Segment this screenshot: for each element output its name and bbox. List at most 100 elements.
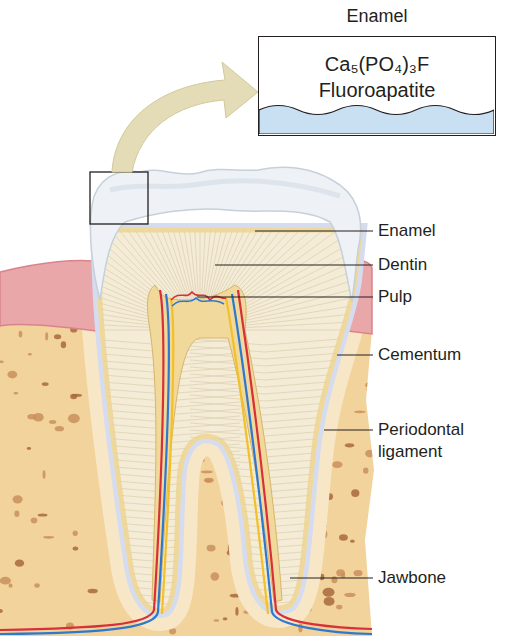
- tubule-line: [177, 111, 200, 330]
- tubule-line: [165, 472, 240, 478]
- tubule-line: [165, 577, 240, 583]
- tubule-line: [190, 514, 265, 520]
- tubule-line: [165, 514, 240, 520]
- tubule-line: [265, 409, 340, 415]
- bone-spot: [339, 534, 348, 540]
- tubule-line: [90, 437, 165, 443]
- bone-spot: [354, 570, 363, 576]
- bone-spot: [15, 559, 24, 566]
- bone-spot: [54, 334, 61, 339]
- bone-spot: [43, 536, 54, 539]
- bone-spot: [70, 394, 77, 399]
- bone-spot: [213, 619, 219, 622]
- inset-box: EnamelCa₅(PO₄)₃FFluoroapatite: [258, 36, 496, 136]
- tubule-line: [90, 451, 165, 457]
- tubule-line: [90, 458, 165, 464]
- bone-spot: [365, 450, 374, 458]
- tubule-line: [265, 486, 340, 492]
- tubule-line: [90, 395, 165, 401]
- tubule-line: [165, 556, 240, 562]
- tubule-line: [165, 598, 240, 604]
- tubule-line: [165, 521, 240, 527]
- bone-spot: [201, 470, 213, 473]
- bone-spot: [31, 518, 38, 524]
- tubule-line: [190, 563, 265, 569]
- tubule-line: [90, 381, 165, 387]
- bone-spot: [55, 426, 64, 431]
- bone-spot: [336, 605, 342, 610]
- tubule-line: [190, 521, 265, 527]
- tubule-line: [265, 360, 340, 366]
- bone-spot: [323, 588, 335, 597]
- tubule-line: [190, 346, 265, 352]
- tubule-line: [265, 374, 340, 380]
- tubule-line: [166, 113, 200, 330]
- zoom-arrow: [112, 62, 258, 172]
- tubule-line: [265, 458, 340, 464]
- zoom-square: [90, 172, 148, 224]
- bone-spot: [13, 495, 23, 503]
- tubule-line: [190, 577, 265, 583]
- bone-spot: [43, 470, 46, 479]
- bone-spot: [45, 332, 48, 340]
- tubule-line: [265, 507, 340, 513]
- bone-spot: [336, 569, 345, 576]
- bone-spot: [366, 388, 375, 391]
- tubule-line: [190, 542, 265, 548]
- bone-spot: [363, 468, 368, 474]
- part-label: Periodontal ligament: [378, 419, 496, 463]
- tubule-line: [190, 598, 265, 604]
- bone-spot: [0, 609, 3, 613]
- tubule-line: [265, 423, 340, 429]
- tubule-line: [90, 374, 165, 380]
- bone-spot: [61, 341, 66, 348]
- bone-spot: [350, 540, 355, 543]
- tubule-line: [265, 437, 340, 443]
- tubule-line: [90, 402, 165, 408]
- tubule-line: [265, 367, 340, 373]
- bone-spot: [207, 545, 216, 552]
- bone-spot: [7, 371, 17, 379]
- tubule-line: [265, 353, 340, 359]
- tubule-line: [90, 479, 165, 485]
- enamel-shading: [110, 181, 340, 196]
- gum-left: [0, 260, 104, 332]
- tubule-line: [165, 479, 240, 485]
- tubule-line: [265, 346, 340, 352]
- tubule-line: [190, 570, 265, 576]
- bone-spot: [235, 607, 238, 616]
- tubule-line: [190, 535, 265, 541]
- bone-spot: [88, 589, 98, 594]
- tubule-line: [90, 500, 165, 506]
- bone-spot: [49, 420, 56, 424]
- bone-spot: [27, 447, 31, 450]
- wave-fill: [259, 106, 494, 135]
- bone-spot: [42, 382, 49, 386]
- bone-spot: [365, 382, 374, 387]
- tubule-line: [165, 570, 240, 576]
- part-label: Cementum: [378, 344, 498, 366]
- bone-spot: [0, 360, 4, 363]
- tubule-line: [165, 486, 240, 492]
- tubule-line: [165, 528, 240, 534]
- bone-spot: [13, 392, 18, 395]
- tubule-line: [165, 535, 240, 541]
- bone-spot: [73, 546, 79, 550]
- part-label: Enamel: [378, 220, 498, 242]
- tubule-line: [190, 339, 265, 345]
- tubule-line: [90, 409, 165, 415]
- tubule-line: [90, 388, 165, 394]
- tubule-line: [190, 360, 265, 366]
- tubule-line: [265, 381, 340, 387]
- bone-spot: [14, 511, 19, 517]
- tubule-line: [90, 514, 165, 520]
- tubule-line: [90, 472, 165, 478]
- tubule-line: [265, 472, 340, 478]
- part-label: Dentin: [378, 254, 498, 276]
- tubule-line: [190, 472, 265, 478]
- leader-lines: [197, 231, 373, 578]
- bone-spot: [354, 410, 366, 413]
- tubule-line: [90, 521, 165, 527]
- tubule-line: [90, 486, 165, 492]
